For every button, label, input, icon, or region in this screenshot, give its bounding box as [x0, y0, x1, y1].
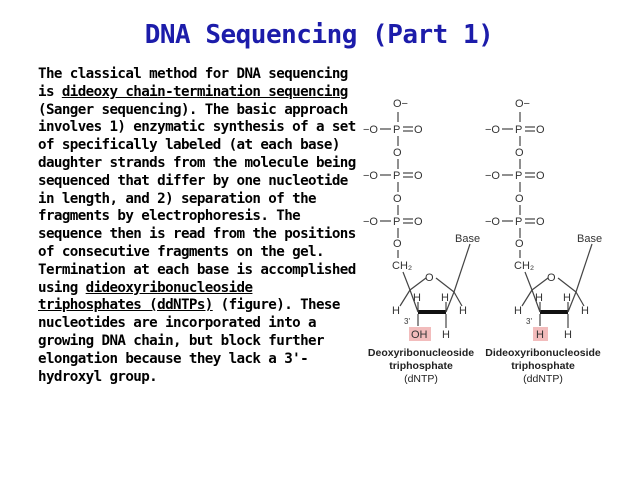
right-caption-3: (ddNTP) [523, 373, 563, 385]
p-3: P [393, 216, 400, 228]
h-highlight [533, 327, 548, 341]
dntp-structure: O− −O P O O −O P O O −O P O O CH₂ O [363, 98, 480, 385]
right-caption-2: triphosphate [511, 360, 575, 372]
ddntp-structure: O− −O P O O −O P O O −O P O O CH₂ O Base [485, 98, 602, 385]
three-prime-right: 3' [526, 317, 532, 326]
dideoxy-link[interactable]: dideoxy chain-termination sequencing [61, 83, 349, 100]
r-h-5: H [564, 329, 572, 341]
p-1: P [393, 124, 400, 136]
r-o-dbl-1: O [536, 124, 545, 136]
base-label: Base [455, 233, 480, 245]
three-prime-left: 3' [404, 317, 410, 326]
o-minus-2: −O [363, 170, 378, 182]
r-h-2: H [535, 292, 543, 304]
left-caption-1: Deoxyribonucleoside [368, 347, 474, 359]
r-o-link-2: O [515, 193, 524, 205]
slide-title: DNA Sequencing (Part 1) [144, 20, 494, 50]
o-dbl-2: O [414, 170, 423, 182]
ddntp-link[interactable]: dideoxyribonucleoside triphosphates (ddN… [38, 279, 253, 314]
right-caption-1: Dideoxyribonucleoside [485, 347, 601, 359]
o-link-3: O [393, 238, 402, 250]
para-text-1: The classical method for DNA sequencing … [38, 66, 348, 100]
h-3: H [441, 292, 449, 304]
r-p-3: P [515, 216, 522, 228]
h-1: H [392, 305, 400, 317]
ring-o: O [425, 272, 434, 284]
nucleotide-structures-figure: O− −O P O O −O P O O −O P O O CH₂ O [363, 98, 602, 385]
para-text-3: (figure). These nucleotides are incorpor… [38, 297, 340, 385]
o-link-2: O [393, 193, 402, 205]
r-o-dbl-2: O [536, 170, 545, 182]
oh-label: OH [411, 329, 428, 341]
h-5: H [442, 329, 450, 341]
r-h-1: H [514, 305, 522, 317]
p-2: P [393, 170, 400, 182]
oh-highlight [409, 327, 431, 341]
o-link-1: O [393, 147, 402, 159]
left-caption-2: triphosphate [389, 360, 453, 372]
o-minus-1: −O [363, 124, 378, 136]
o-minus-top: O− [393, 98, 408, 110]
r-o-minus-3: −O [485, 216, 500, 228]
r-ring-o: O [547, 272, 556, 284]
o-dbl-3: O [414, 216, 423, 228]
r-o-link-1: O [515, 147, 524, 159]
r-ch2-label: CH₂ [514, 260, 534, 272]
ch2-label: CH₂ [392, 260, 412, 272]
h-no-oh: H [536, 329, 544, 341]
r-o-minus-1: −O [485, 124, 500, 136]
r-o-minus-top: O− [515, 98, 530, 110]
body-paragraph: The classical method for DNA sequencing … [38, 66, 356, 386]
r-h-3: H [563, 292, 571, 304]
r-o-minus-2: −O [485, 170, 500, 182]
o-dbl-1: O [414, 124, 423, 136]
r-p-1: P [515, 124, 522, 136]
r-h-4: H [581, 305, 589, 317]
r-o-link-3: O [515, 238, 524, 250]
o-minus-3: −O [363, 216, 378, 228]
r-base-label: Base [577, 233, 602, 245]
r-p-2: P [515, 170, 522, 182]
left-caption-3: (dNTP) [404, 373, 438, 385]
h-4: H [459, 305, 467, 317]
h-2: H [413, 292, 421, 304]
r-o-dbl-3: O [536, 216, 545, 228]
para-text-2: (Sanger sequencing). The basic approach … [38, 101, 356, 296]
